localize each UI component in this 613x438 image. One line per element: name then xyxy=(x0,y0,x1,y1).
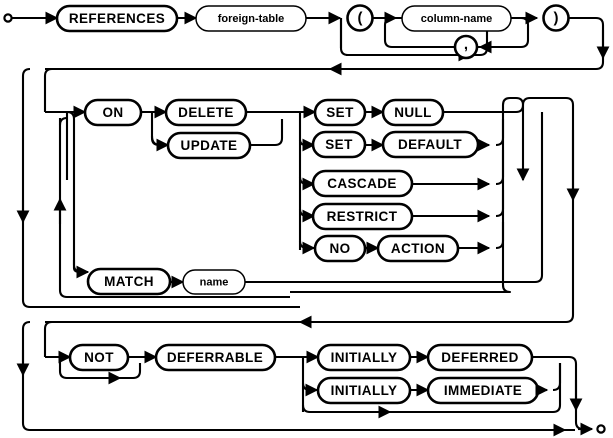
rail-comma-loop-left xyxy=(383,16,455,49)
row-deferrable: NOT DEFERRABLE INITIALLY DEFERRED INITIA… xyxy=(16,320,606,437)
rail-match-merge-up xyxy=(245,112,544,284)
node-column-name-label: column-name xyxy=(421,13,493,25)
rail-immediate-merge xyxy=(552,363,562,392)
node-immediate-label: IMMEDIATE xyxy=(444,383,522,398)
rail-deferrable-group-bypass xyxy=(21,320,575,432)
node-action-label: ACTION xyxy=(391,241,445,256)
node-comma-label: , xyxy=(464,36,468,53)
node-lparen-label: ( xyxy=(358,9,363,26)
node-rparen-label: ) xyxy=(554,9,559,26)
rail-branch-to-match xyxy=(66,110,82,274)
row-references: REFERENCES foreign-table ( column-name ,… xyxy=(3,4,610,76)
rail-update-merge xyxy=(250,119,284,147)
start-marker-icon xyxy=(3,13,13,23)
row-on-match: ON DELETE UPDATE SET NULL SET DEF xyxy=(16,67,580,329)
rail-on-group-bypass xyxy=(21,67,300,309)
node-references-label: REFERENCES xyxy=(69,11,165,26)
rail-fan-to-restrict xyxy=(298,208,316,223)
node-set-default-set-label: SET xyxy=(325,137,353,152)
rail-repeat-loop-left xyxy=(58,118,290,299)
node-null-label: NULL xyxy=(394,105,432,120)
node-foreign-table-label: foreign-table xyxy=(218,13,285,25)
rail-initially-skip-merge xyxy=(310,363,562,414)
node-update-label: UPDATE xyxy=(181,138,238,153)
rail-row2-left-wrap xyxy=(43,67,53,112)
rail-fan-to-no-action xyxy=(298,240,316,255)
node-restrict-label: RESTRICT xyxy=(327,209,398,224)
rail-repeat-loop-top xyxy=(58,116,68,126)
node-name-label: name xyxy=(200,276,229,288)
rail-fan-to-initially-immediate xyxy=(301,382,319,397)
rail-row3-left-wrap xyxy=(43,320,53,357)
end-marker-icon xyxy=(596,424,606,434)
node-deferred-label: DEFERRED xyxy=(441,350,518,365)
node-default-label: DEFAULT xyxy=(398,137,462,152)
node-set-null-set-label: SET xyxy=(326,105,354,120)
node-on-label: ON xyxy=(102,105,123,120)
node-deferrable-label: DEFERRABLE xyxy=(167,350,263,365)
node-delete-label: DELETE xyxy=(178,105,234,120)
node-not-label: NOT xyxy=(84,350,114,365)
rail-fan-to-set-default xyxy=(298,138,316,152)
node-cascade-label: CASCADE xyxy=(327,176,397,191)
rail-fan-to-cascade xyxy=(298,176,316,191)
rail-row2-to-row3 xyxy=(45,96,575,324)
node-initially-deferred-initially-label: INITIALLY xyxy=(331,350,398,365)
node-initially-immediate-initially-label: INITIALLY xyxy=(331,383,398,398)
node-match-label: MATCH xyxy=(104,274,154,289)
rail-to-update-arrow xyxy=(150,135,170,152)
rail-match-entry-arrow xyxy=(72,260,90,279)
rail-initially-skip xyxy=(301,404,392,419)
node-no-label: NO xyxy=(329,241,350,256)
